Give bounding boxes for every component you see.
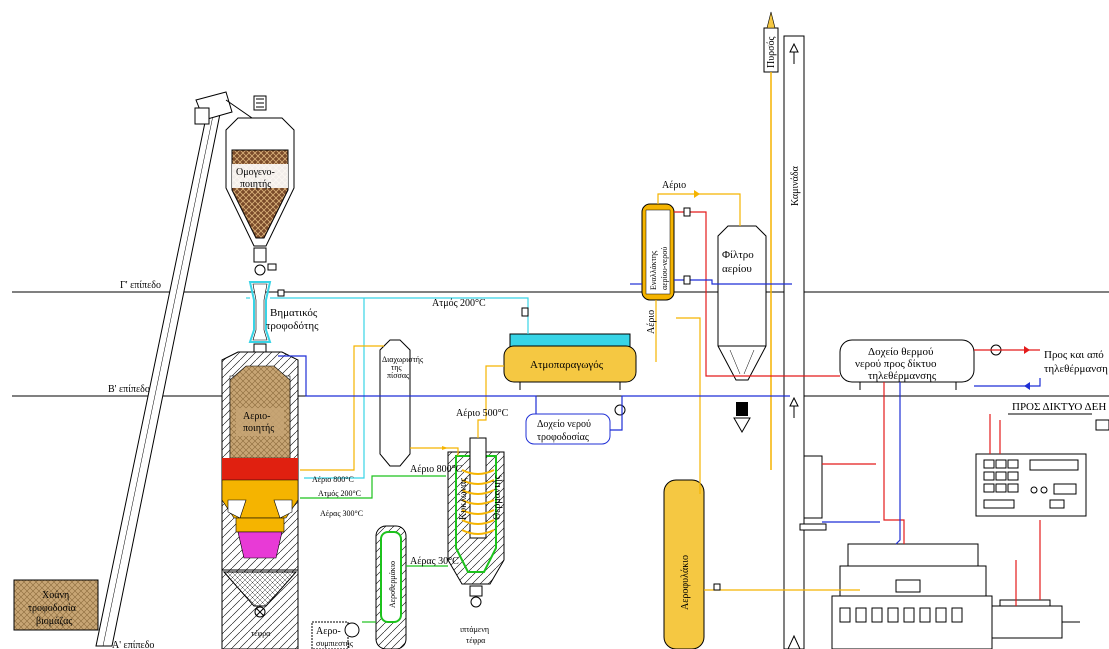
gasifier-label-1: Αεριο- — [243, 411, 270, 422]
gasifier: Αεριο- ποιητής τέφρα — [222, 352, 298, 649]
air-preheater-label: Αεροθερμάκιο — [388, 561, 397, 608]
homogenizer: Ομογενο- ποιητής — [226, 96, 294, 275]
tar-sep-label-1: Διαχωριστής — [382, 355, 424, 364]
district-label-1: Προς και από — [1044, 349, 1104, 361]
air-300-label: Αέρας 300°C — [320, 509, 363, 518]
heater-label: Θερμαντής — [492, 475, 503, 520]
hot-water-label-3: τηλεθέρμανσης — [868, 370, 937, 382]
gas-800-label: Αέριο 800°C — [410, 464, 463, 475]
gas-water-exchanger: Εναλλάκτης αερίου-νερού — [642, 204, 674, 300]
fly-ash-label-2: τέφρα — [466, 636, 486, 645]
step-feeder-label-1: Βηματικός — [270, 307, 318, 319]
district-label-2: τηλεθέρμανση — [1044, 363, 1108, 375]
steam-200-label-top: Ατμός 200°C — [432, 298, 486, 309]
gasifier-ash-label: τέφρα — [251, 629, 271, 638]
gas-500-label: Αέριο 500°C — [456, 408, 509, 419]
chimney: Καμινάδα — [784, 36, 804, 649]
homogenizer-label-2: ποιητής — [240, 179, 271, 190]
gas-arrow — [442, 446, 448, 450]
gas-arrow-2 — [694, 190, 700, 198]
air-preheater: Αεροθερμάκιο — [376, 526, 406, 649]
hot-water-label-1: Δοχείο θερμού — [868, 346, 934, 358]
hopper-label-2: τροφοδοσία — [28, 603, 77, 614]
level-b-label: Β' επίπεδο — [108, 384, 150, 395]
hopper-label-3: βιομάζας — [36, 616, 72, 627]
step-feeder-label-2: τροφοδότης — [266, 320, 319, 332]
hot-water-valve — [684, 208, 690, 216]
steam-gen-label: Ατμοπαραγωγός — [530, 359, 604, 371]
gas-label-top: Αέριο — [662, 180, 686, 191]
feed-water-tank: Δοχείο νερού τροφοδοσίας — [526, 405, 625, 444]
air-compressor: Αερο- συμπιεστής — [312, 622, 359, 649]
gas-filter-label-1: Φίλτρο — [722, 249, 754, 261]
gas-buffer-label: Αεροφυλάκιο — [680, 555, 691, 610]
level-a-label: Α' επίπεδο — [112, 640, 154, 649]
biomass-hopper: Χοάνη τροφοδοσία βιομάζας — [14, 580, 98, 630]
gasifier-label-2: ποιητής — [243, 423, 274, 434]
gas-filter-label-2: αερίου — [722, 263, 752, 275]
steam-200-small-label: Ατμός 200°C — [318, 489, 361, 498]
hot-water-tank: Δοχείο θερμού νερού προς δίκτυο τηλεθέρμ… — [840, 340, 1108, 390]
cold-water-valve — [684, 276, 690, 284]
compressor-label-1: Αερο- — [316, 626, 341, 637]
cyclone-label: Κυκλώνας — [458, 478, 469, 520]
steam-generator: Ατμοπαραγωγός — [504, 334, 636, 390]
gas-valve-engine — [714, 584, 720, 590]
fly-ash-label-1: ιπτάμενη — [460, 625, 489, 634]
gas-buffer-tank: Αεροφυλάκιο — [664, 480, 704, 649]
chimney-label: Καμινάδα — [790, 165, 801, 206]
tar-separator: Διαχωριστής της πίσσας — [380, 340, 424, 466]
grid-label: ΠΡΟΣ ΔΙΚΤΥΟ ΔΕΗ — [1012, 401, 1106, 413]
feed-water-label-1: Δοχείο νερού — [537, 419, 591, 430]
hot-arrow — [1024, 346, 1030, 354]
homogenizer-label-1: Ομογενο- — [236, 167, 275, 178]
compressor-label-2: συμπιεστής — [316, 639, 354, 648]
level-c-label: Γ' επίπεδο — [120, 280, 161, 291]
steam-valve — [522, 308, 528, 316]
cold-arrow — [1024, 382, 1030, 390]
grid-connection-panel: ΠΡΟΣ ΔΙΚΤΥΟ ΔΕΗ — [976, 401, 1109, 516]
feed-water-label-2: τροφοδοσίας — [537, 432, 589, 443]
torch-label: Πυρσός — [766, 36, 777, 68]
tar-sep-label-3: πίσσας — [387, 371, 410, 380]
gas-filter: Φίλτρο αερίου — [718, 226, 766, 432]
hot-water-label-2: νερού προς δίκτυο — [855, 358, 937, 370]
hopper-label-1: Χοάνη — [42, 590, 69, 601]
hx-label-2: αερίου-νερού — [660, 247, 669, 290]
gas-800-small-label: Αέριο 800°C — [312, 475, 354, 484]
hx-label-1: Εναλλάκτης — [649, 250, 658, 290]
gas-vertical-label: Αέριο — [646, 310, 657, 334]
air-30-label: Αέρας 30°C — [410, 556, 459, 567]
